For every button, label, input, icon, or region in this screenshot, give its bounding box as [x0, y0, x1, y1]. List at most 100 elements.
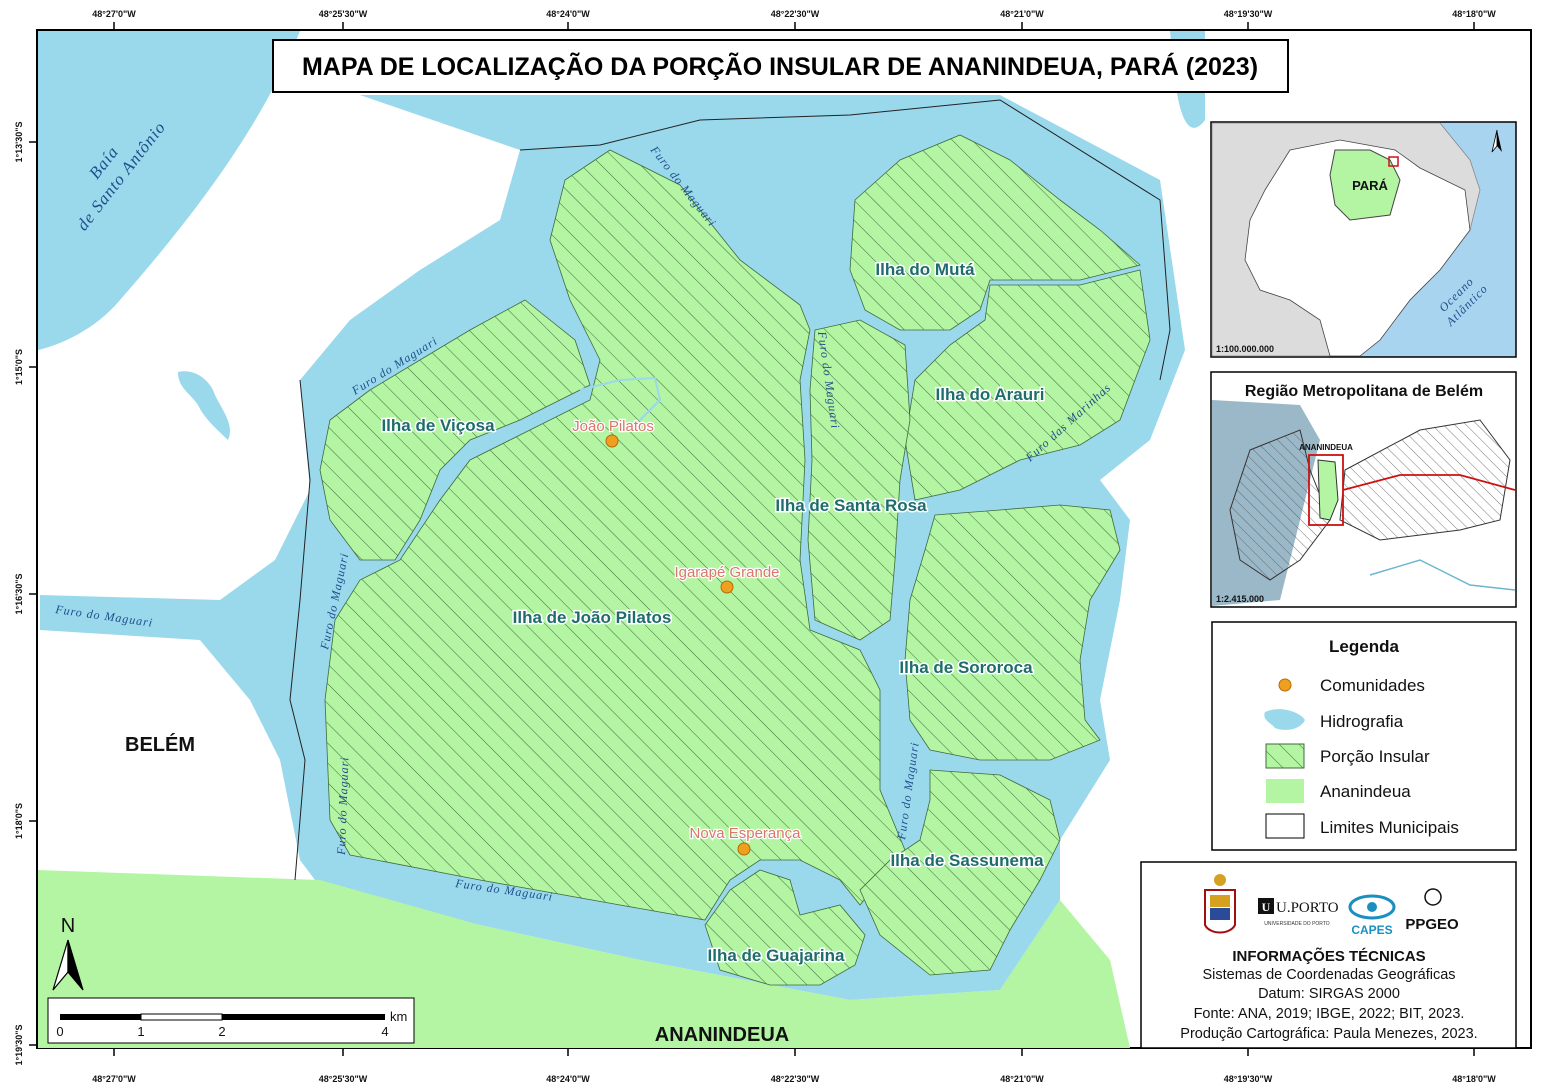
page-title: MAPA DE LOCALIZAÇÃO DA PORÇÃO INSULAR DE… [302, 51, 1258, 81]
logo-uporto: U.PORTO [1276, 900, 1339, 916]
technical-info: U U.PORTO UNIVERSIDADE DO PORTO CAPES PP… [1140, 861, 1517, 1049]
coord-top: 48°18'0"W [1452, 9, 1496, 19]
coord-left: 1°19'30"S [14, 1024, 24, 1065]
inset-brazil: PARÁ Oceano Atlântico 1:100.000.000 [1210, 121, 1517, 358]
coord-top: 48°21'0"W [1000, 9, 1044, 19]
logo-uporto-sub: UNIVERSIDADE DO PORTO [1264, 921, 1329, 927]
baia-water [38, 31, 300, 350]
legend: Legenda Comunidades Hidrografia Porção I… [1211, 621, 1517, 851]
logo-capes: CAPES [1351, 923, 1392, 937]
coordinates-bottom: 48°27'0"W 48°25'30"W 48°24'0"W 48°22'30"… [92, 1074, 1496, 1084]
island-label-vicosa: Ilha de Viçosa [381, 416, 495, 435]
coordinates-left: 1°13'30"S 1°15'0"S 1°16'30"S 1°18'0"S 1°… [14, 121, 24, 1065]
city-label-belem: BELÉM [125, 733, 195, 756]
community-joao-pilatos: João Pilatos [571, 417, 655, 448]
rmb-ananindeua [1317, 459, 1339, 521]
scale-tick: 4 [381, 1024, 388, 1039]
legend-title: Legenda [1329, 637, 1399, 656]
scale-unit: km [390, 1009, 407, 1024]
rmb-river-line [1369, 559, 1516, 591]
coord-bottom: 48°21'0"W [1000, 1074, 1044, 1084]
inset-rmb-title: Região Metropolitana de Belém [1245, 383, 1483, 400]
logo-ppgeo: PPGEO [1405, 916, 1459, 933]
island-label-arauri: Ilha do Arauri [936, 385, 1045, 404]
island-label-sororoca: Ilha de Sororoca [899, 658, 1033, 677]
island-label-guajarina: Ilha de Guajarina [708, 946, 846, 965]
info-line: Produção Cartográfica: Paula Menezes, 20… [1180, 1026, 1477, 1042]
info-line: Fonte: ANA, 2019; IBGE, 2022; BIT, 2023. [1194, 1006, 1465, 1022]
island-label-muta: Ilha do Mutá [875, 260, 975, 279]
inset-rmb-scale: 1:2.415.000 [1216, 594, 1264, 604]
svg-text:U: U [1262, 900, 1271, 914]
community-marker-icon [720, 580, 734, 594]
legend-item: Comunidades [1320, 676, 1425, 695]
frame-ticks [29, 22, 1475, 1056]
coord-top: 48°22'30"W [771, 9, 820, 19]
legend-boundary-icon [1265, 813, 1305, 839]
info-line: Datum: SIRGAS 2000 [1258, 986, 1400, 1002]
rmb-boundaries [1229, 429, 1331, 581]
island-label-santa-rosa: Ilha de Santa Rosa [775, 496, 927, 515]
north-arrow-icon: N [52, 915, 84, 991]
info-title: INFORMAÇÕES TÉCNICAS [1232, 947, 1425, 965]
island-guajarina [704, 869, 866, 986]
coord-top: 48°19'30"W [1224, 9, 1273, 19]
legend-water-icon [1264, 709, 1305, 730]
coord-top: 48°25'30"W [319, 9, 368, 19]
capes-logo-icon: CAPES [1348, 894, 1396, 937]
scale-bar: 0 1 2 4 km [47, 997, 415, 1044]
coord-left: 1°18'0"S [14, 803, 24, 839]
island-sassunema [859, 769, 1061, 976]
island-sororoca [904, 504, 1121, 761]
legend-item: Porção Insular [1320, 747, 1430, 766]
island-vicosa [319, 299, 591, 561]
coord-bottom: 48°24'0"W [546, 1074, 590, 1084]
coord-left: 1°15'0"S [14, 349, 24, 385]
island-label-joao-pilatos: Ilha de João Pilatos [513, 608, 672, 627]
community-label: João Pilatos [572, 418, 654, 435]
island-label-sassunema: Ilha de Sassunema [890, 851, 1044, 870]
community-nova-esperanca: Nova Esperança [688, 824, 802, 856]
coord-bottom: 48°18'0"W [1452, 1074, 1496, 1084]
coord-left: 1°16'30"S [14, 573, 24, 614]
coord-top: 48°27'0"W [92, 9, 136, 19]
island-joao-pilatos [324, 149, 906, 921]
island-santa-rosa [807, 319, 911, 641]
community-label: Nova Esperança [690, 825, 802, 842]
scale-tick: 1 [137, 1024, 144, 1039]
info-line: Sistemas de Coordenadas Geográficas [1202, 967, 1455, 983]
community-igarape-grande: Igarapé Grande [673, 563, 781, 594]
community-marker-icon [605, 434, 619, 448]
scale-tick: 0 [56, 1024, 63, 1039]
legend-item: Ananindeua [1320, 782, 1411, 801]
coordinates-top: 48°27'0"W 48°25'30"W 48°24'0"W 48°22'30"… [92, 9, 1496, 19]
ppgeo-logo-icon: PPGEO [1405, 888, 1459, 933]
small-lake [178, 371, 231, 440]
coord-top: 48°24'0"W [546, 9, 590, 19]
legend-item: Limites Municipais [1320, 818, 1459, 837]
legend-hatch-icon [1265, 743, 1305, 769]
municipal-boundary [289, 99, 1171, 881]
uporto-logo-icon: U U.PORTO UNIVERSIDADE DO PORTO [1258, 898, 1339, 927]
rmb-road [1342, 474, 1516, 491]
inset-brazil-scale: 1:100.000.000 [1216, 344, 1274, 354]
inset-rmb: Região Metropolitana de Belém ANANINDEUA… [1210, 371, 1517, 608]
island-arauri [904, 269, 1151, 501]
rmb-boundaries [1339, 419, 1511, 541]
inset-para-label: PARÁ [1352, 178, 1388, 193]
island-muta [849, 134, 1141, 331]
coord-bottom: 48°27'0"W [92, 1074, 136, 1084]
community-marker-icon [737, 842, 751, 856]
brazil-land [1244, 139, 1471, 357]
ufpa-logo-icon [1204, 874, 1236, 934]
city-label-ananindeua: ANANINDEUA [655, 1024, 789, 1046]
coord-bottom: 48°19'30"W [1224, 1074, 1273, 1084]
para-state [1329, 149, 1401, 221]
coord-bottom: 48°22'30"W [771, 1074, 820, 1084]
river-label-furo-maguari: Furo do Maguari [334, 756, 351, 856]
legend-community-icon [1278, 678, 1292, 692]
coord-left: 1°13'30"S [14, 121, 24, 162]
legend-item: Hidrografia [1320, 712, 1404, 731]
north-label: N [61, 915, 75, 937]
